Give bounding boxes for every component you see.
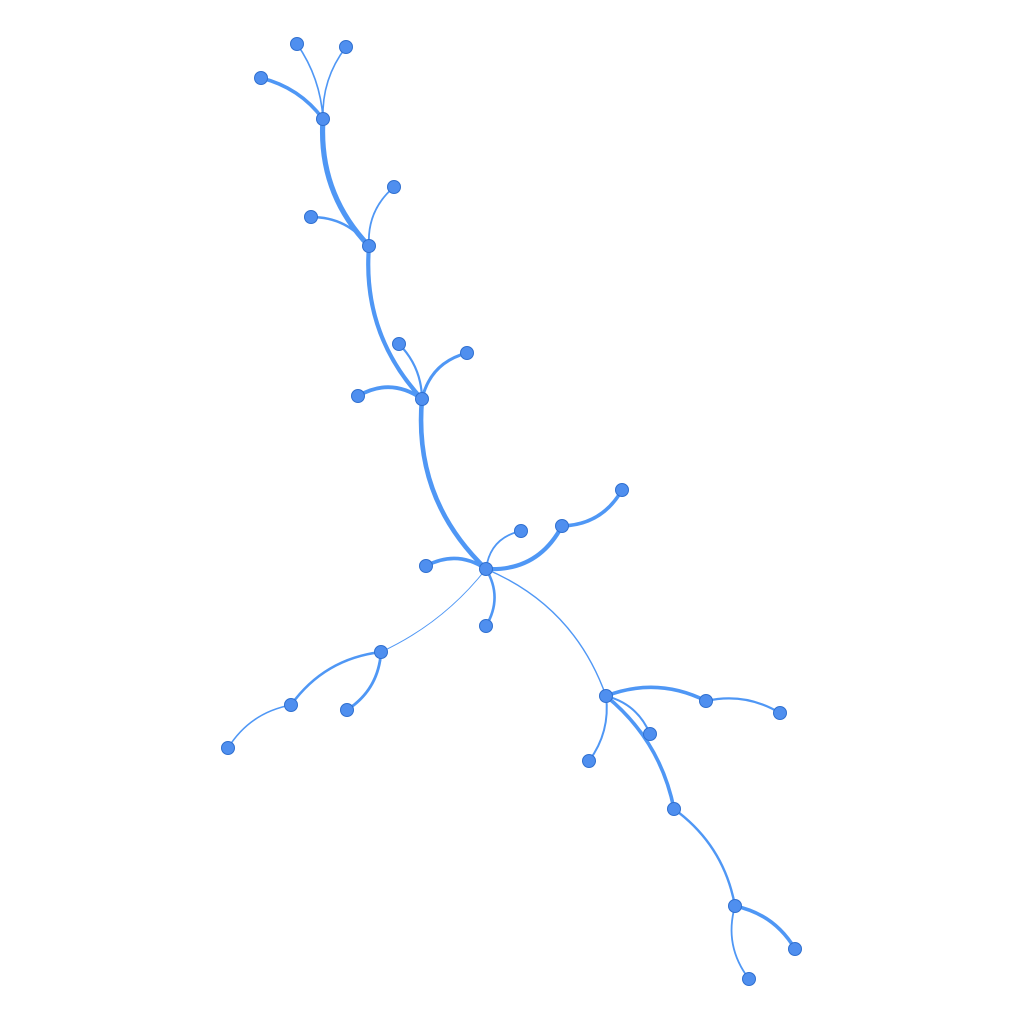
edge-m5-c2 bbox=[484, 567, 496, 628]
edge-root-t2 bbox=[296, 43, 324, 120]
node-m4 bbox=[460, 346, 474, 360]
node-sw2 bbox=[284, 698, 298, 712]
node-se6 bbox=[667, 802, 681, 816]
node-m5 bbox=[479, 562, 493, 576]
node-se2 bbox=[699, 694, 713, 708]
node-c4 bbox=[514, 524, 528, 538]
edge-m1-m5 bbox=[418, 396, 489, 572]
edge-root-a1 bbox=[319, 116, 372, 249]
edge-se1-se2 bbox=[604, 685, 708, 703]
node-c5 bbox=[615, 483, 629, 497]
node-sw3 bbox=[340, 703, 354, 717]
node-m1 bbox=[415, 392, 429, 406]
edge-sw2-sw4 bbox=[227, 704, 292, 749]
node-se5 bbox=[643, 727, 657, 741]
edge-m5-c3 bbox=[483, 523, 565, 572]
edge-se7-se8 bbox=[733, 904, 797, 951]
node-se4 bbox=[582, 754, 596, 768]
node-se7 bbox=[728, 899, 742, 913]
node-a2 bbox=[304, 210, 318, 224]
node-root bbox=[316, 112, 330, 126]
node-se1 bbox=[599, 689, 613, 703]
node-m2 bbox=[351, 389, 365, 403]
edge-a1-a3 bbox=[367, 186, 395, 247]
edge-se6-se7 bbox=[672, 807, 737, 908]
edge-m1-m4 bbox=[420, 351, 469, 401]
edge-m5-se1 bbox=[485, 568, 607, 697]
edge-layer bbox=[227, 43, 797, 980]
node-t1 bbox=[254, 71, 268, 85]
node-t3 bbox=[339, 40, 353, 54]
edge-se1-se6 bbox=[604, 694, 676, 811]
node-sw1 bbox=[374, 645, 388, 659]
node-c2 bbox=[479, 619, 493, 633]
node-sw4 bbox=[221, 741, 235, 755]
node-t2 bbox=[290, 37, 304, 51]
node-m3 bbox=[392, 337, 406, 351]
node-se3 bbox=[773, 706, 787, 720]
edge-a1-a2 bbox=[309, 215, 371, 248]
edge-m5-sw1 bbox=[380, 568, 487, 653]
edge-se1-se4 bbox=[588, 695, 608, 762]
node-se8 bbox=[788, 942, 802, 956]
node-a1 bbox=[362, 239, 376, 253]
edge-m5-c4 bbox=[485, 530, 522, 570]
edge-root-t1 bbox=[259, 76, 325, 121]
edge-se7-se9 bbox=[730, 905, 750, 980]
node-c3 bbox=[555, 519, 569, 533]
node-a3 bbox=[387, 180, 401, 194]
edge-se2-se3 bbox=[704, 697, 782, 715]
node-se9 bbox=[742, 972, 756, 986]
node-c1 bbox=[419, 559, 433, 573]
edge-c3-c5 bbox=[560, 488, 624, 528]
edge-sw1-sw3 bbox=[345, 650, 383, 712]
edge-a1-m1 bbox=[366, 243, 425, 402]
edge-root-t3 bbox=[322, 46, 347, 120]
node-layer bbox=[221, 37, 802, 986]
edge-sw1-sw2 bbox=[289, 650, 383, 707]
